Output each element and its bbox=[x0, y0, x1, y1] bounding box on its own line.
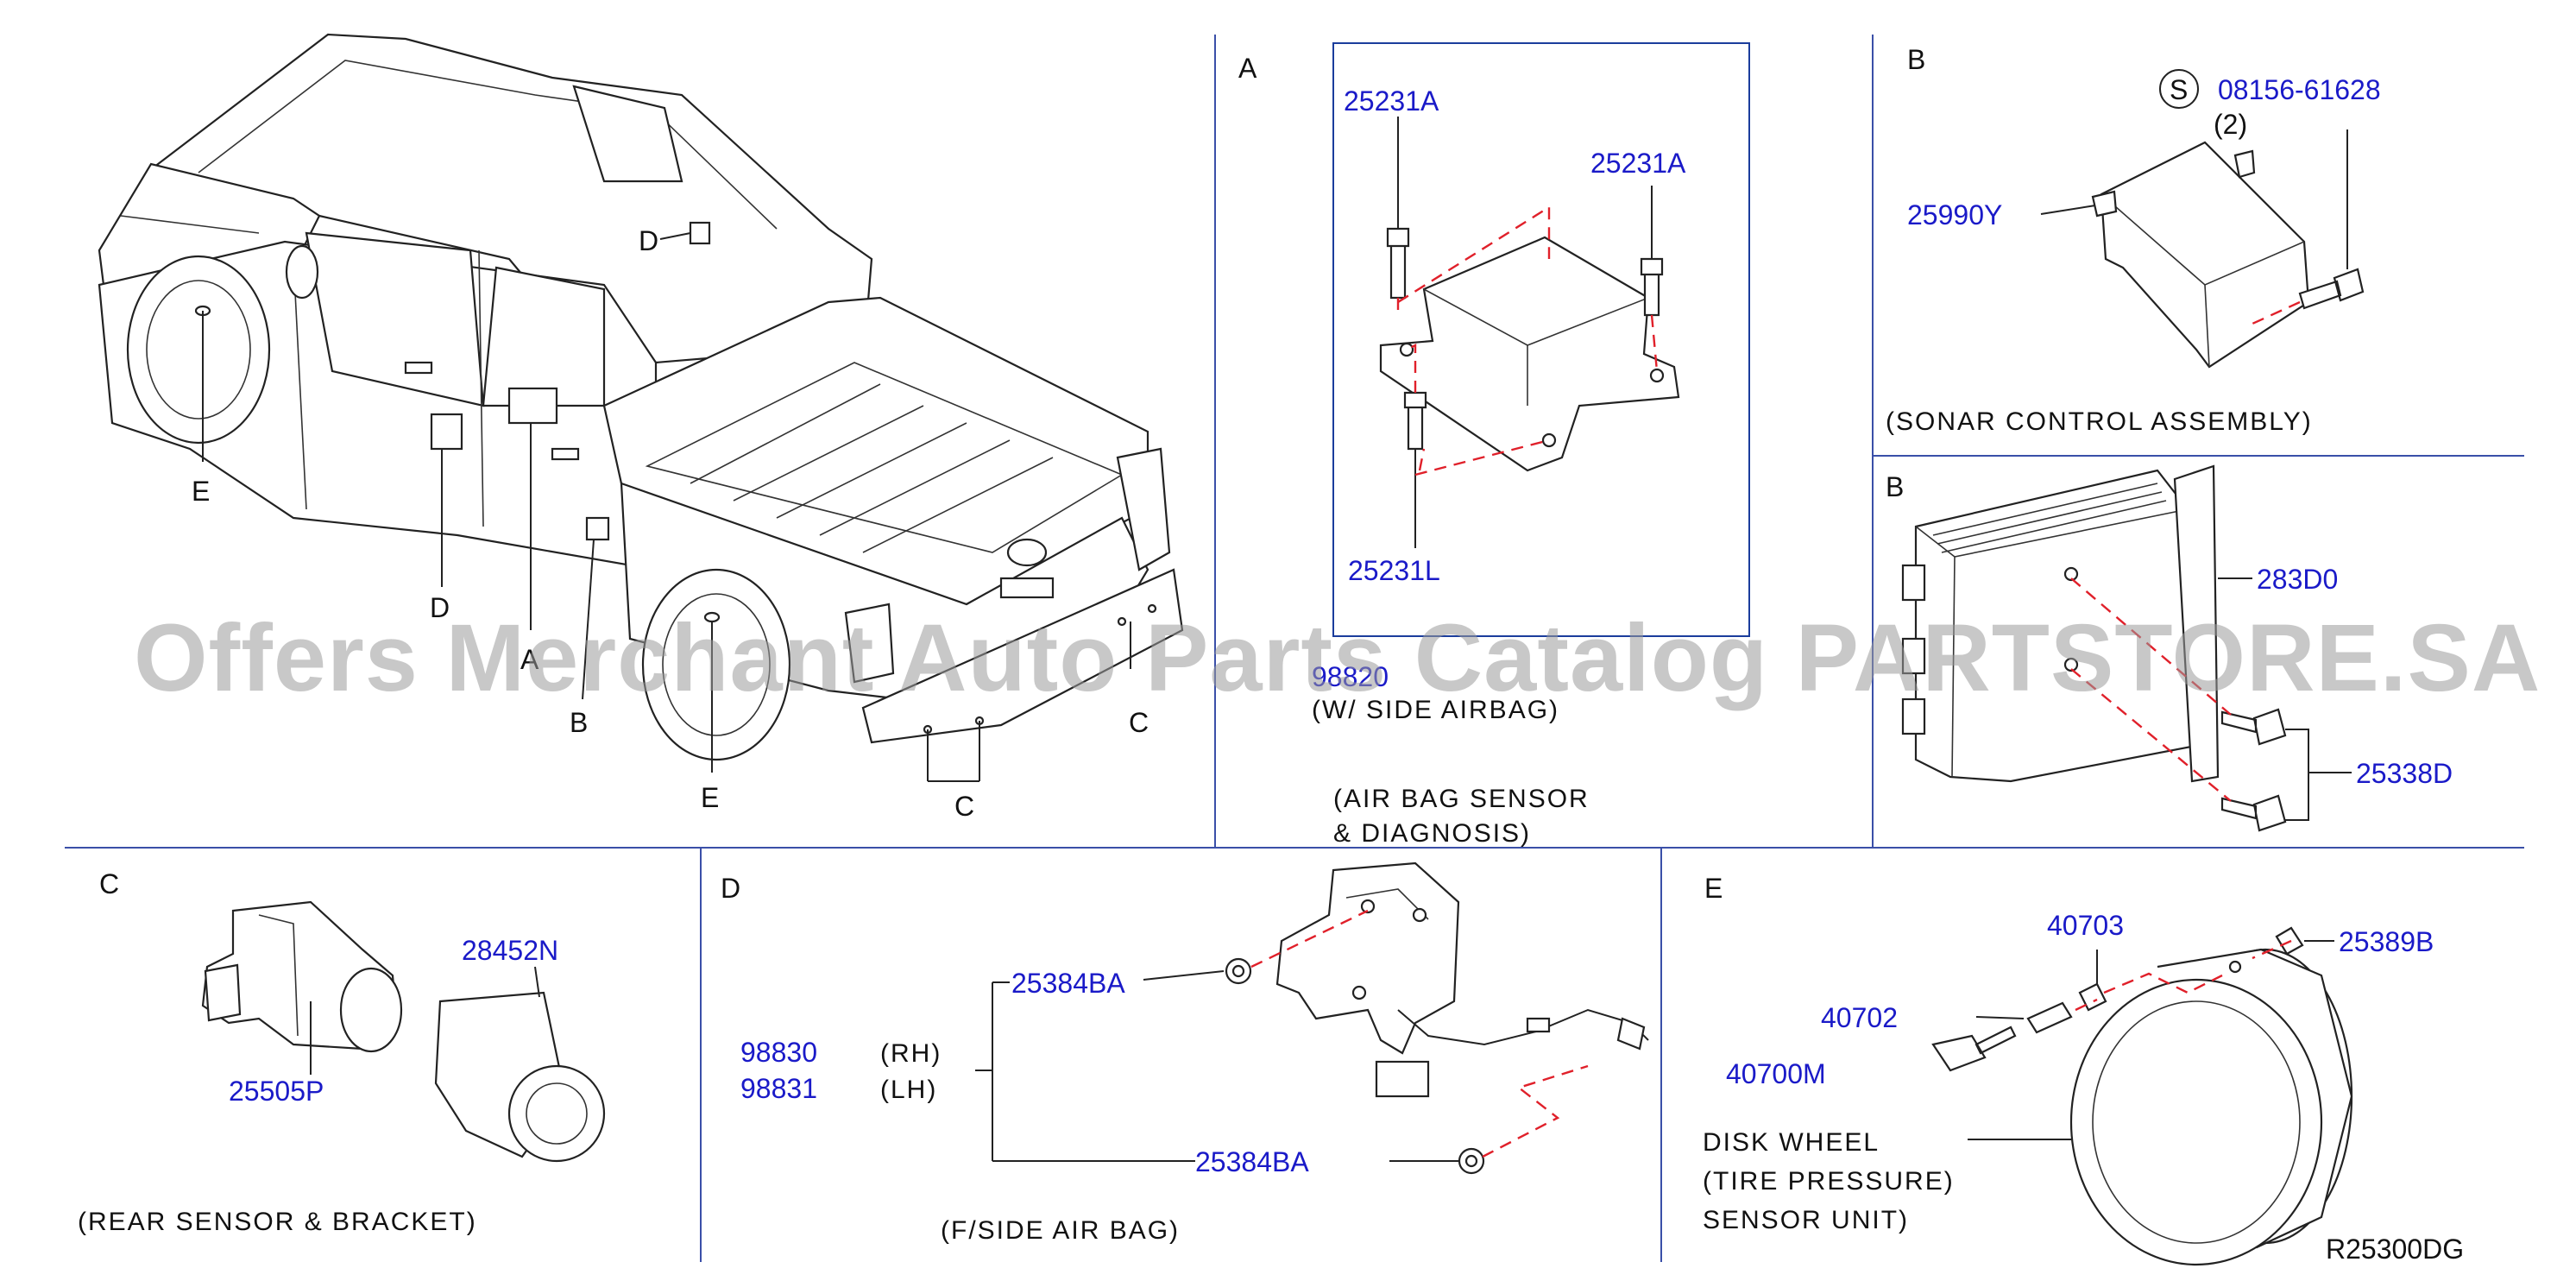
section-d-letter: D bbox=[721, 873, 740, 904]
diagram-code: R25300DG bbox=[2326, 1234, 2464, 1265]
part-98820: 98820 bbox=[1312, 661, 1389, 692]
watermark: Offers Merchant Auto Parts Catalog PARTS… bbox=[134, 605, 2541, 711]
part-25231l: 25231L bbox=[1348, 555, 1440, 586]
part-25231a-right: 25231A bbox=[1590, 148, 1686, 179]
part-28452n: 28452N bbox=[462, 935, 558, 966]
bolt-qty: (2) bbox=[2214, 109, 2247, 140]
section-b-top: B S 08156-61628 (2) 25990Y (SONAR CONTRO… bbox=[1886, 44, 2381, 436]
part-40700m: 40700M bbox=[1726, 1058, 1826, 1089]
section-c-letter: C bbox=[99, 868, 119, 899]
part-25384ba-bottom: 25384BA bbox=[1195, 1146, 1309, 1177]
truck-illustration bbox=[98, 33, 1184, 761]
section-b-bottom: B 283D0 25338D bbox=[1886, 464, 2453, 832]
caption-e-line3: SENSOR UNIT) bbox=[1703, 1206, 1909, 1234]
truck-leaders bbox=[202, 232, 1131, 782]
section-d: D 25384BA 25384BA 98830 98831 (RH) (LH) … bbox=[721, 861, 1649, 1245]
callout-a-door: A bbox=[520, 644, 539, 675]
part-25990y: 25990Y bbox=[1907, 199, 2002, 230]
part-25389b: 25389B bbox=[2339, 926, 2434, 957]
part-283d0: 283D0 bbox=[2257, 564, 2338, 595]
section-a: A 25231A 25231A 25231L 98820 (W/ SIDE AI… bbox=[1238, 42, 1750, 848]
side-rh: (RH) bbox=[880, 1039, 942, 1068]
callout-e-front: E bbox=[192, 476, 210, 507]
note-side-airbag: (W/ SIDE AIRBAG) bbox=[1312, 696, 1559, 724]
part-40703: 40703 bbox=[2047, 910, 2124, 941]
part-25231a-top: 25231A bbox=[1344, 85, 1439, 117]
panel-dividers bbox=[65, 35, 2524, 1262]
caption-rear-sensor: (REAR SENSOR & BRACKET) bbox=[78, 1208, 477, 1236]
part-08156-61628: 08156-61628 bbox=[2218, 74, 2381, 105]
caption-e-line2: (TIRE PRESSURE) bbox=[1703, 1167, 1955, 1196]
callout-d-roof: D bbox=[639, 225, 658, 256]
callout-c-bottom: C bbox=[954, 791, 974, 822]
callout-e-rear: E bbox=[701, 782, 719, 813]
part-25505p: 25505P bbox=[229, 1076, 324, 1107]
side-lh: (LH) bbox=[880, 1076, 937, 1104]
part-25384ba-top: 25384BA bbox=[1011, 968, 1125, 999]
section-b-bottom-letter: B bbox=[1886, 471, 1904, 502]
section-a-letter: A bbox=[1238, 53, 1257, 84]
part-98831: 98831 bbox=[740, 1073, 817, 1104]
caption-f-side-airbag: (F/SIDE AIR BAG) bbox=[941, 1216, 1180, 1245]
s-symbol: S bbox=[2170, 74, 2188, 105]
section-b-top-letter: B bbox=[1907, 44, 1925, 75]
part-98830: 98830 bbox=[740, 1037, 817, 1068]
caption-e-line1: DISK WHEEL bbox=[1703, 1128, 1880, 1157]
caption-sonar: (SONAR CONTROL ASSEMBLY) bbox=[1886, 407, 2313, 436]
caption-a-line2: & DIAGNOSIS) bbox=[1333, 819, 1531, 848]
part-25338d: 25338D bbox=[2356, 758, 2453, 789]
part-40702: 40702 bbox=[1821, 1002, 1898, 1033]
section-e: E 40703 40702 40700M 25389B DISK WHEEL (… bbox=[1703, 873, 2434, 1266]
section-e-letter: E bbox=[1704, 873, 1723, 904]
section-c: C 28452N 25505P (REAR SENSOR & BRACKET) bbox=[78, 868, 606, 1236]
callout-d-door: D bbox=[430, 592, 450, 623]
caption-a-line1: (AIR BAG SENSOR bbox=[1333, 785, 1590, 813]
callout-c-right: C bbox=[1129, 707, 1149, 738]
callout-b-rear: B bbox=[570, 707, 588, 738]
truck-callout-labels: D E D A B E C C bbox=[192, 225, 1149, 822]
